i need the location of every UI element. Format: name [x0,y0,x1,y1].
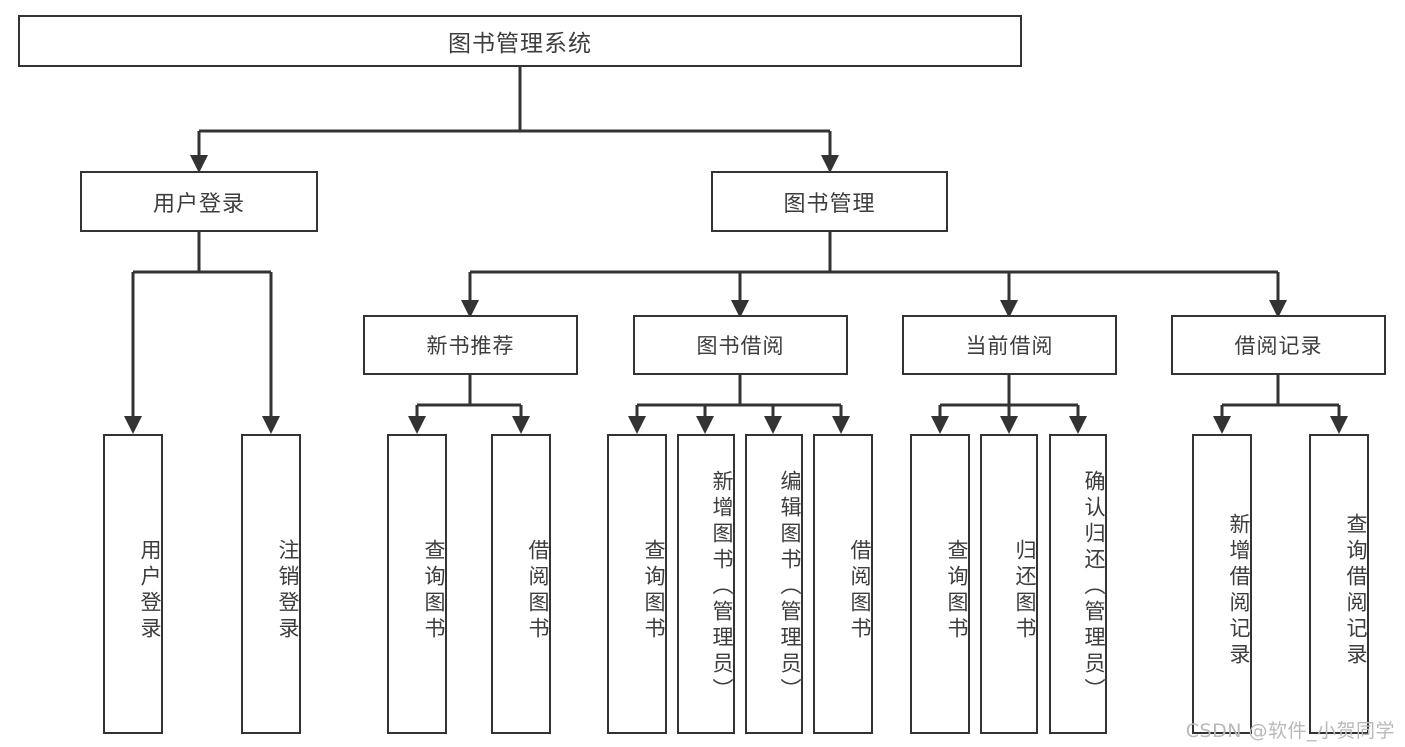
node-user-login[interactable]: 用户登录 [80,171,318,232]
leaf-query-book-current[interactable]: 查询图书 [910,434,970,734]
leaf-user-login[interactable]: 用户登录 [103,434,163,734]
leaf-borrow-book-borrowing[interactable]: 借阅图书 [813,434,873,734]
node-book-borrowing[interactable]: 图书借阅 [633,315,848,375]
leaf-query-book-new-rec[interactable]: 查询图书 [387,434,447,734]
leaf-query-borrow-record[interactable]: 查询借阅记录 [1309,434,1369,734]
node-new-book-recommendation[interactable]: 新书推荐 [363,315,578,375]
leaf-query-book-borrowing[interactable]: 查询图书 [607,434,667,734]
leaf-logout[interactable]: 注销登录 [241,434,301,734]
node-current-borrowing[interactable]: 当前借阅 [902,315,1117,375]
leaf-edit-book-admin[interactable]: 编辑图书（管理员） [745,434,803,734]
leaf-add-borrow-record[interactable]: 新增借阅记录 [1192,434,1252,734]
leaf-borrow-book-new-rec[interactable]: 借阅图书 [491,434,551,734]
node-root-book-management-system[interactable]: 图书管理系统 [18,15,1022,67]
node-borrowing-record[interactable]: 借阅记录 [1171,315,1386,375]
leaf-add-book-admin[interactable]: 新增图书（管理员） [677,434,735,734]
node-book-management[interactable]: 图书管理 [711,171,948,232]
leaf-confirm-return-admin[interactable]: 确认归还（管理员） [1049,434,1107,734]
csdn-watermark: CSDN @软件_小贺同学 [1185,720,1395,742]
leaf-return-book[interactable]: 归还图书 [980,434,1038,734]
